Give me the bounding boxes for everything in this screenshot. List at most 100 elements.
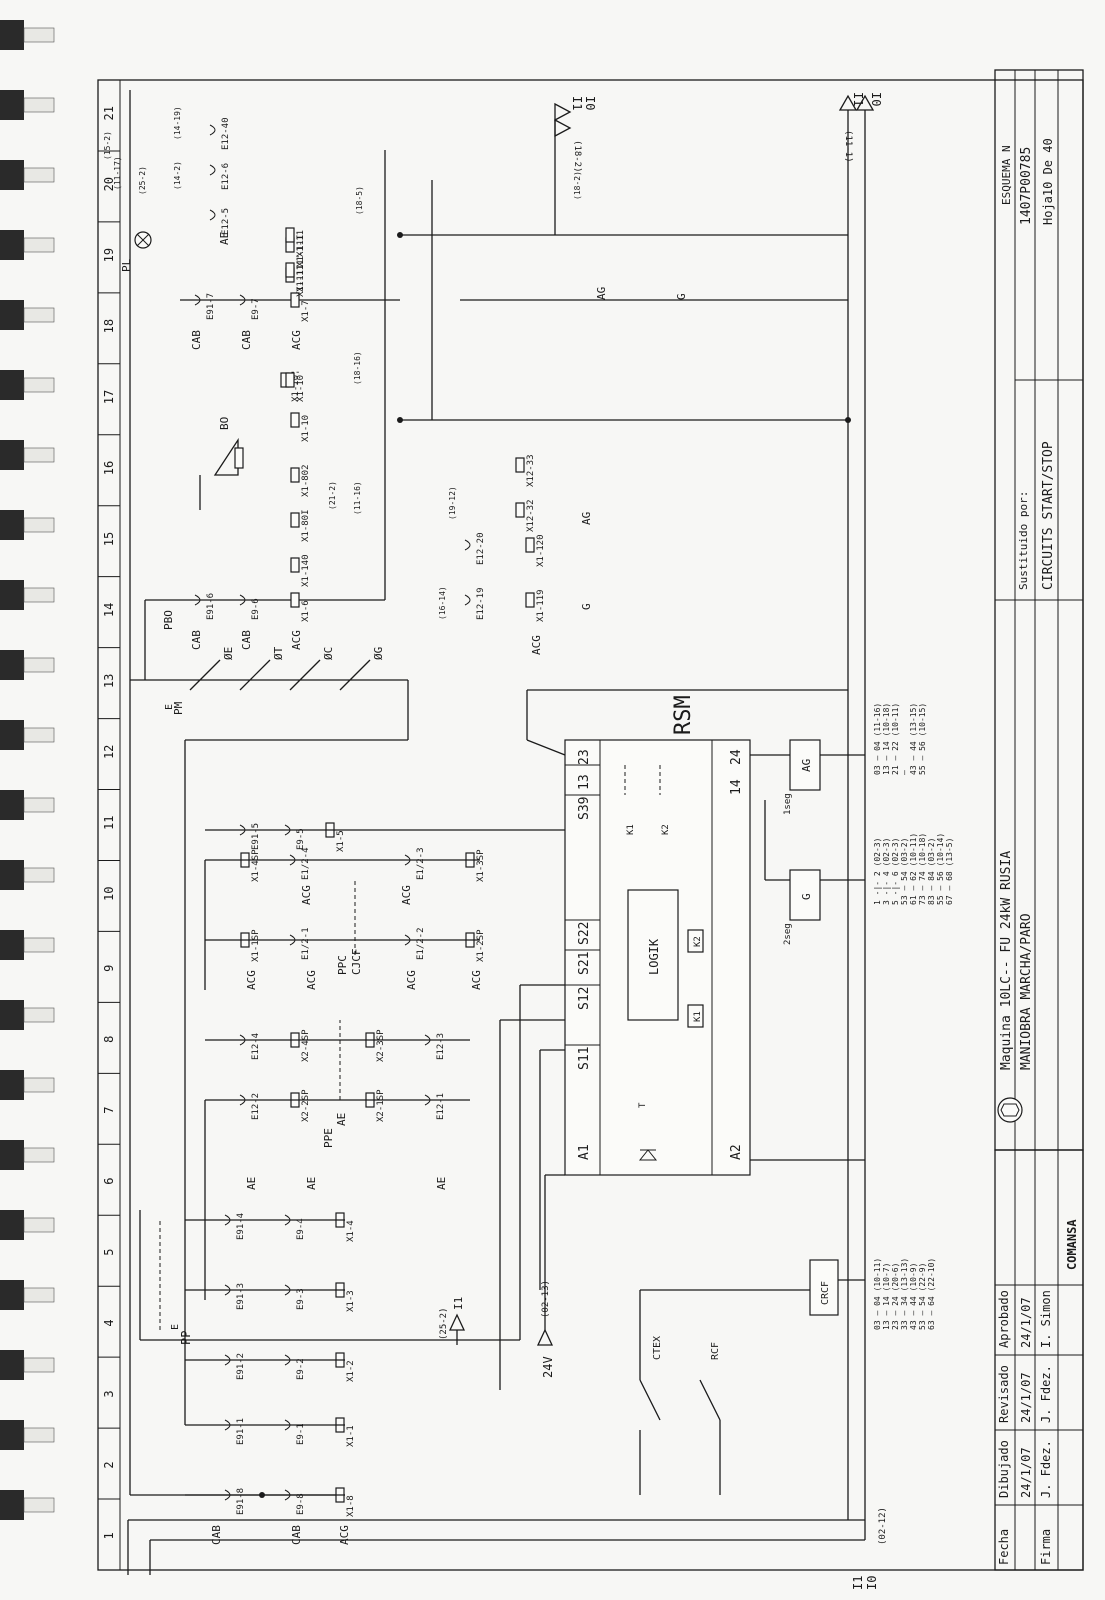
g-coil (789, 869, 821, 921)
label-acg-mid-4: ACG (300, 885, 313, 905)
connector-e1-2-3: E1/2-3 (416, 847, 426, 880)
connector-up-9: E9-7 (251, 298, 261, 320)
connector-e9-8: E9-8 (296, 1493, 306, 1515)
rail-label-left-i0: I0 (865, 1576, 879, 1590)
rail-ref-right: (11-1) (843, 130, 853, 163)
terminal-right-4: X12-32 (526, 499, 536, 532)
ag-contact-top-label: AG (595, 287, 608, 300)
label-upper-0: CAB (190, 630, 203, 650)
column-number-17: 17 (102, 390, 116, 404)
g-table-row-1: 3 -|- 4 (02-3) (882, 838, 891, 905)
column-number-19: 19 (102, 248, 116, 262)
label-i1-25-ref: (25-2) (439, 1307, 449, 1340)
rsm-terminal-s12: S12 (577, 987, 592, 1010)
terminal-right-3: X1-120 (536, 534, 546, 567)
column-number-5: 5 (102, 1248, 116, 1255)
tb-machine: Maquina 10LC-- FU 24kW RUSIA (999, 851, 1014, 1070)
column-number-8: 8 (102, 1036, 116, 1043)
spiral-binding (0, 20, 55, 1520)
ag-delay-label: 1seg (783, 793, 793, 815)
crcf-table-row-2: 23 — 24 (20-6) (891, 1263, 900, 1330)
label-upper-2: ACG (290, 630, 303, 650)
label-upper-1: CAB (240, 630, 253, 650)
tb-date-revised: 24/1/07 (1019, 1372, 1033, 1423)
crcf-table-row-5: 53 — 54 (22-9) (918, 1263, 927, 1330)
terminal-x1-4: X1-4 (346, 1220, 356, 1242)
rsm-terminal-t23: 23 (577, 749, 592, 765)
terminal-x1-3: X1-3 (346, 1290, 356, 1312)
terminal-group-upper: X1-6E9-6E91-6X1-140X1-80IX1-802X1-10X1-1… (103, 106, 582, 650)
label-t: T (638, 1102, 648, 1108)
comansa-logo-icon (997, 1097, 1023, 1123)
g-contact-top-label: G (675, 293, 688, 300)
column-number-3: 3 (102, 1390, 116, 1397)
terminal-right-1: X1-119 (536, 589, 546, 622)
column-number-9: 9 (102, 965, 116, 972)
tb-sign-drawn: J. Fdez. (1039, 1440, 1053, 1498)
label-pm: PM (172, 701, 185, 715)
ref-18-2: (18-2) (573, 171, 582, 200)
ref-11-16: (11-16) (353, 481, 362, 515)
rsm-terminal-s22: S22 (577, 922, 592, 945)
terminal-x2-2sp: X2-2SP (301, 1089, 311, 1122)
label-24v-ref: (02-13) (541, 1280, 551, 1318)
k1-coil-label: K1 (693, 1011, 703, 1022)
terminal-x1-4sp: X1-4SP (251, 849, 261, 882)
connector-e1-2-4: E1/2-4 (301, 847, 311, 880)
label-upper-4: CAB (240, 330, 253, 350)
ctex-label: CTEX (652, 1336, 663, 1360)
connector-e9-4: E9-4 (296, 1218, 306, 1240)
g-contact-label: G (580, 603, 593, 610)
ag-contact-table: 03 — 04 (11-16)13 — 14 (10-18)21 — 22 (1… (873, 703, 927, 775)
label-pbo: PBO (162, 610, 175, 630)
contact-label-oc: ØC (322, 647, 335, 660)
tb-dibujado: Dibujado (997, 1440, 1011, 1498)
tb-logo-text: COMANSA (1065, 1219, 1079, 1270)
ref-21-2: (21-2) (328, 481, 337, 510)
column-number-12: 12 (102, 745, 116, 759)
g-table-row-2: 5 -|- 6 (02-3) (891, 838, 900, 905)
g-table-row-8: 67 — 68 (13-5) (945, 838, 954, 905)
g-contact-table: 1 -|- 2 (02-3)3 -|- 4 (02-3)5 -|- 6 (02-… (873, 833, 954, 905)
tb-date-drawn: 24/1/07 (1019, 1447, 1033, 1498)
label-acg-mid-2: ACG (405, 970, 418, 990)
ref-18-16: (18-16) (353, 351, 362, 385)
rsm-terminal-s39: S39 (577, 797, 592, 820)
ag-table-row-2: 21 — 22 (10-11) (891, 703, 900, 775)
connector-e1-2-2: E1/2-2 (416, 927, 426, 960)
tb-firma: Firma (1039, 1529, 1053, 1565)
column-number-10: 10 (102, 886, 116, 900)
connector-up-2: E91-6 (206, 593, 216, 620)
tb-title-es: MANIOBRA MARCHA/PARO (1019, 913, 1034, 1070)
column-number-18: 18 (102, 319, 116, 333)
label-ppe: PPE (322, 1128, 335, 1148)
ag-coil-label: AG (800, 759, 813, 772)
label-i1-25: I1 (452, 1297, 465, 1310)
label-ae-upper: AE (218, 232, 231, 245)
terminal-x1-1sp: X1-1SP (251, 929, 261, 962)
g-table-row-3: 53 — 54 (03-2) (900, 838, 909, 905)
label-ae-0: AE (245, 1177, 258, 1190)
connector-right-0: E12-19 (476, 587, 486, 620)
rail-ref-left: (02-12) (878, 1507, 888, 1545)
k1-contact-label: K1 (626, 824, 636, 835)
connector-e12-2: E12-2 (251, 1093, 261, 1120)
logik-label: LOGIK (647, 938, 661, 975)
label-pp-e: E (170, 1324, 181, 1330)
logik-block (627, 889, 679, 1021)
ref-16-14: (16-14) (438, 586, 447, 620)
label-bo: BO (218, 417, 231, 430)
terminal-up-0: X1-6 (301, 600, 311, 622)
terminal-x1-2: X1-2 (346, 1360, 356, 1382)
terminal-x1-1: X1-1 (346, 1425, 356, 1447)
g-table-row-6: 83 — 84 (03-2) (927, 838, 936, 905)
crcf-contact-table: 03 — 04 (10-11)13 — 14 (10-7)23 — 24 (20… (873, 1258, 936, 1330)
rsm-label: RSM (671, 695, 696, 735)
column-number-15: 15 (102, 532, 116, 546)
contact-label-oe: ØE (222, 647, 235, 660)
label-acg-mid-5: ACG (400, 885, 413, 905)
